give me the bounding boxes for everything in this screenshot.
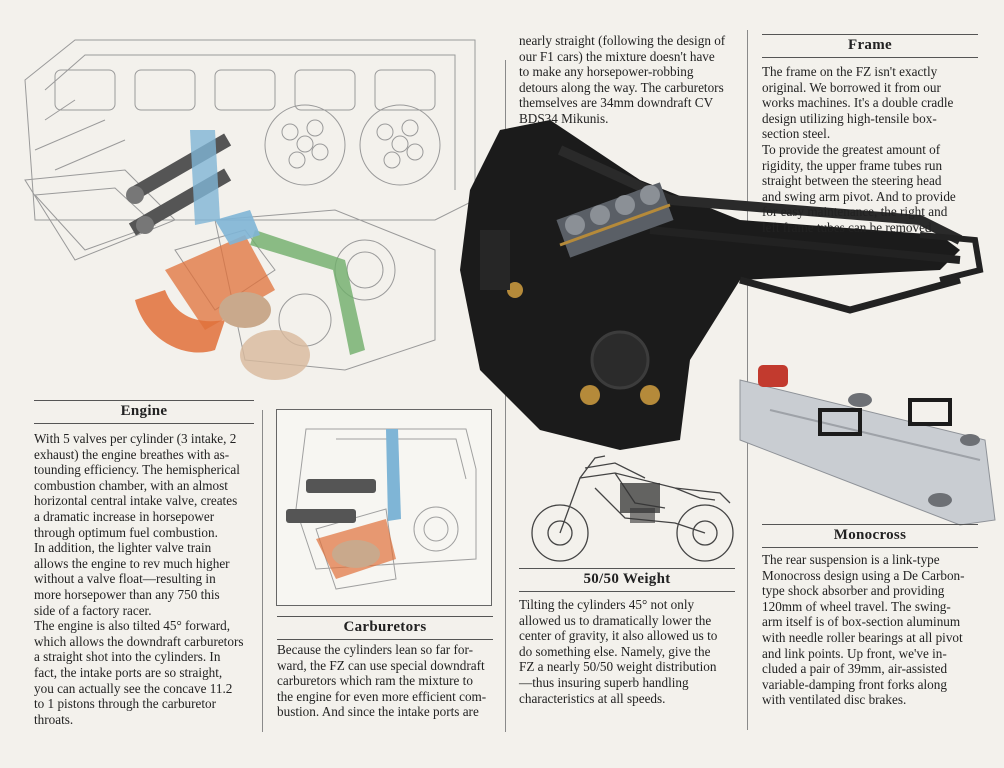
monocross-body-text: The rear suspension is a link-type Monoc…: [762, 552, 965, 708]
carburetors-continued-text: nearly straight (following the design of…: [519, 33, 726, 126]
carburetor-cutaway-illustration: [276, 409, 492, 606]
monocross-heading: Monocross: [762, 524, 978, 548]
carburetors-heading: Carburetors: [277, 616, 493, 640]
carburetors-body-text: Because the cylinders lean so far for- w…: [277, 642, 487, 720]
frame-heading: Frame: [762, 34, 978, 58]
frame-body-text: The frame on the FZ isn't exactly origin…: [762, 64, 956, 235]
column-divider-2: [505, 60, 506, 732]
engine-cutaway-illustration: [24, 39, 476, 380]
motorcycle-frame-photo: [460, 120, 996, 526]
engine-body-text: With 5 valves per cylinder (3 intake, 2 …: [34, 431, 244, 727]
motorcycle-side-outline: [531, 455, 734, 562]
column-divider-3: [747, 30, 748, 730]
weight-body-text: Tilting the cylinders 45° not only allow…: [519, 597, 718, 706]
engine-heading: Engine: [34, 400, 254, 424]
weight-heading: 50/50 Weight: [519, 568, 735, 592]
column-divider-1: [262, 410, 263, 732]
